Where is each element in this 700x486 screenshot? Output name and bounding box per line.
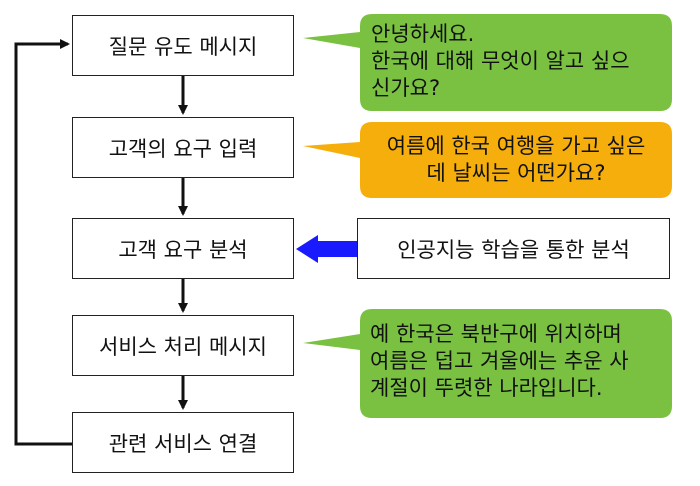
answer-bubble-text: 예 한국은 북반구에 위치하며 여름은 덥고 겨울에는 추운 사 계절이 뚜렷한… [370,321,668,402]
question-line-2: 데 날씨는 어떤가요? [426,161,606,185]
step-service-connect-label: 관련 서비스 연결 [108,431,258,456]
step-service-connect: 관련 서비스 연결 [72,412,294,473]
step-service-message: 서비스 처리 메시지 [72,315,294,376]
greeting-line-1: 안녕하세요. [371,22,475,46]
question-bubble-text: 여름에 한국 여행을 가고 싶은 데 날씨는 어떤가요? [362,133,670,187]
step-request-analysis: 고객 요구 분석 [72,218,294,279]
step-customer-input: 고객의 요구 입력 [72,117,294,178]
greeting-bubble-text: 안녕하세요. 한국에 대해 무엇이 알고 싶으 신가요? [371,21,667,102]
ai-analysis-label: 인공지능 학습을 통한 분석 [397,237,630,262]
step-customer-input-label: 고객의 요구 입력 [108,136,258,161]
step-question-prompt-label: 질문 유도 메시지 [108,34,258,59]
step-question-prompt: 질문 유도 메시지 [72,15,294,76]
step-request-analysis-label: 고객 요구 분석 [118,237,248,262]
answer-line-2: 여름은 덥고 겨울에는 추운 사 [370,349,629,373]
ai-analysis-box: 인공지능 학습을 통한 분석 [357,218,670,279]
loop-back-arrow [14,39,72,446]
step-service-message-label: 서비스 처리 메시지 [99,334,267,359]
answer-line-1: 예 한국은 북반구에 위치하며 [370,322,622,346]
answer-line-3: 계절이 뚜렷한 나라입니다. [370,376,603,400]
question-bubble [303,122,672,198]
greeting-line-2: 한국에 대해 무엇이 알고 싶으 [371,49,630,73]
ai-feed-arrow [296,235,357,263]
greeting-line-3: 신가요? [371,76,441,100]
question-line-1: 여름에 한국 여행을 가고 싶은 [386,134,646,158]
greeting-bubble [303,14,672,111]
answer-bubble [303,309,672,418]
